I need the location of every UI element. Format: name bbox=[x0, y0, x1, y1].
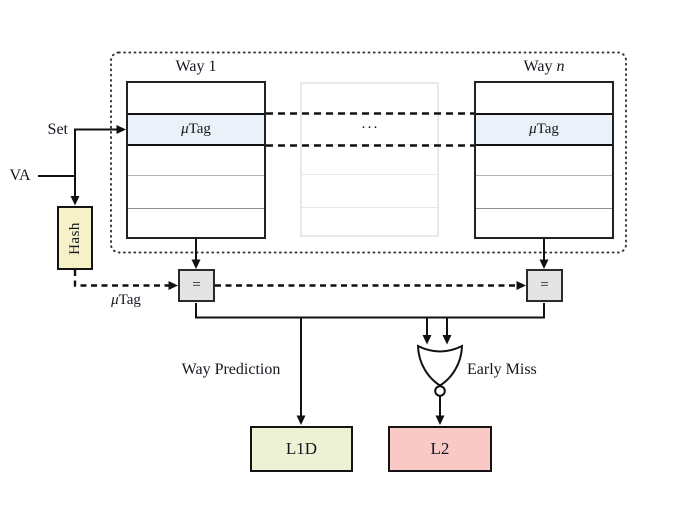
l1d-box: L1D bbox=[250, 426, 353, 472]
table-row bbox=[476, 83, 612, 113]
table-row bbox=[128, 146, 264, 176]
ghost-way-table bbox=[300, 82, 439, 237]
early-miss-label: Early Miss bbox=[467, 361, 537, 378]
table-row bbox=[128, 175, 264, 208]
wayn-label-prefix: Way bbox=[523, 58, 557, 75]
mutag-signal-label: μTag bbox=[111, 292, 141, 308]
mutag-dashed-wire-left bbox=[73, 270, 178, 290]
wayn-label: Way n bbox=[494, 58, 594, 76]
table-row bbox=[302, 174, 437, 207]
wayn-table: μTag bbox=[474, 81, 614, 239]
table-row bbox=[476, 175, 612, 208]
way-prediction-label: Way Prediction bbox=[181, 361, 281, 378]
equals-label: = bbox=[192, 277, 201, 293]
nor-gate-icon bbox=[416, 344, 464, 387]
way1-table: μTag bbox=[126, 81, 266, 239]
way1-mutag-row: μTag bbox=[128, 112, 264, 146]
comparator-left: = bbox=[178, 269, 215, 302]
l1d-label: L1D bbox=[285, 439, 318, 458]
va-label: VA bbox=[9, 167, 31, 184]
nor-bubble-icon bbox=[434, 385, 446, 397]
table-row bbox=[476, 207, 612, 239]
table-row bbox=[302, 206, 437, 235]
set-label: Set bbox=[47, 121, 68, 138]
mutag-label: μTag bbox=[529, 120, 559, 137]
table-row bbox=[302, 84, 437, 113]
result-bus bbox=[195, 303, 545, 319]
l2-label: L2 bbox=[430, 439, 450, 458]
table-row bbox=[128, 207, 264, 239]
table-row bbox=[128, 83, 264, 113]
mutag-label: μTag bbox=[181, 120, 211, 137]
table-row bbox=[302, 145, 437, 174]
equals-label: = bbox=[540, 277, 549, 293]
wayn-mutag-row: μTag bbox=[476, 112, 612, 146]
comparator-right: = bbox=[526, 269, 563, 302]
way1-label: Way 1 bbox=[175, 58, 217, 75]
hash-box: Hash bbox=[57, 206, 93, 270]
wayn-label-var: n bbox=[556, 58, 565, 75]
hash-label: Hash bbox=[66, 221, 83, 255]
l2-box: L2 bbox=[388, 426, 492, 472]
table-row bbox=[476, 146, 612, 176]
ellipsis-label: ··· bbox=[361, 120, 379, 136]
